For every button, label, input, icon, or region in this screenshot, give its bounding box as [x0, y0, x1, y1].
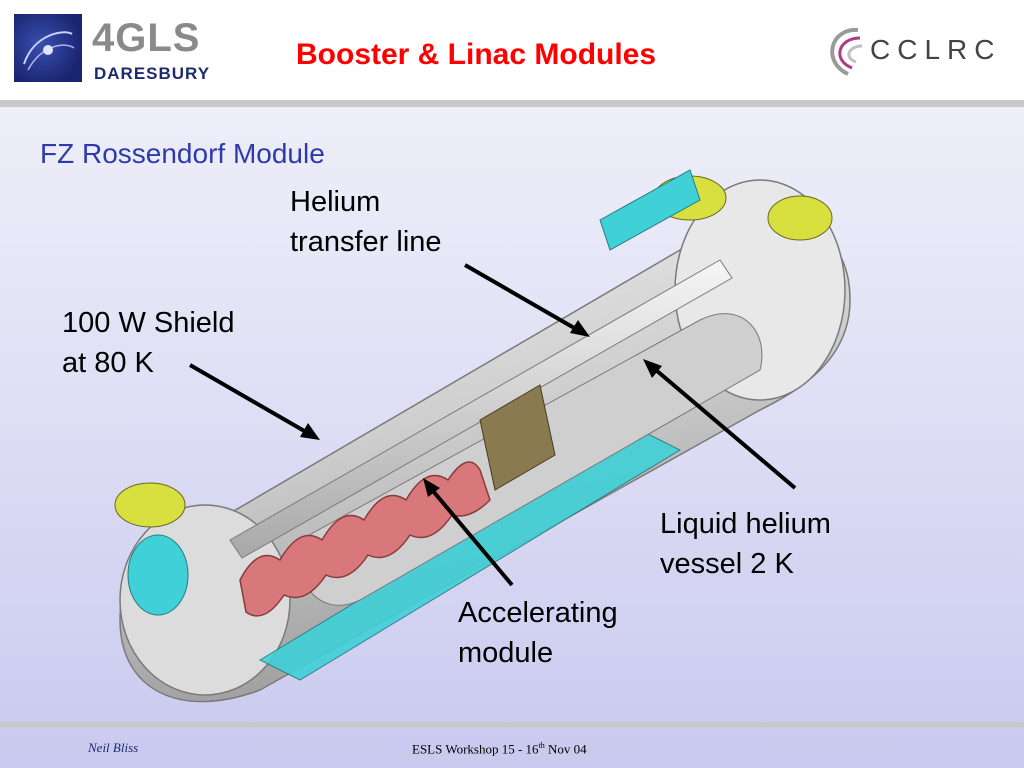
- accelerating-cavities: [239, 461, 491, 617]
- footer-event-end: Nov 04: [544, 741, 587, 757]
- footer-event-text: ESLS Workshop 15 - 16: [412, 741, 539, 757]
- helium-transfer-line: [229, 259, 733, 559]
- label-module-line-1: Accelerating: [458, 597, 618, 629]
- label-helium-transfer-line: Helium transfer line: [290, 182, 442, 262]
- label-shield: 100 W Shield at 80 K: [62, 303, 235, 383]
- footer-author: Neil Bliss: [88, 740, 139, 755]
- label-shield-line-1: 100 W Shield: [62, 307, 235, 339]
- left-end-cap: [114, 482, 291, 696]
- galaxy-logo-icon: [14, 14, 82, 82]
- label-liquid-helium-vessel: Liquid helium vessel 2 K: [660, 504, 831, 584]
- 4gls-logo: 4GLS DARESBURY: [88, 14, 246, 83]
- footer-event-sup: th: [538, 741, 545, 750]
- footer-event: ESLS Workshop 15 - 16th Nov 04: [412, 741, 587, 757]
- logo-cclrc-text: CCLRC: [870, 34, 1002, 65]
- header-divider: [0, 100, 1024, 107]
- cyan-support-frame: [258, 169, 701, 681]
- footer-divider: [0, 722, 1024, 727]
- arrow-vessel: [648, 363, 797, 490]
- label-vessel-line-2: vessel 2 K: [660, 548, 794, 580]
- label-shield-line-2: at 80 K: [62, 347, 154, 379]
- logo-4gls-text: 4GLS: [92, 16, 201, 60]
- arrow-shield: [189, 363, 314, 438]
- cclrc-swirl-icon: [830, 27, 863, 76]
- label-module-line-2: module: [458, 637, 554, 669]
- label-helium-line-2: transfer line: [290, 226, 442, 258]
- arrow-helium-line: [464, 263, 584, 335]
- label-vessel-line-1: Liquid helium: [660, 508, 831, 540]
- module-subtitle: FZ Rossendorf Module: [40, 138, 325, 169]
- label-helium-line-1: Helium: [290, 186, 381, 218]
- slide-title: Booster & Linac Modules: [296, 38, 657, 71]
- coupler-flange: [479, 384, 556, 491]
- arrow-module: [426, 483, 514, 587]
- label-arrows: [189, 263, 797, 587]
- logo-daresbury-text: DARESBURY: [94, 64, 211, 83]
- cclrc-logo: CCLRC: [818, 12, 996, 88]
- label-accelerating-module: Accelerating module: [458, 593, 618, 673]
